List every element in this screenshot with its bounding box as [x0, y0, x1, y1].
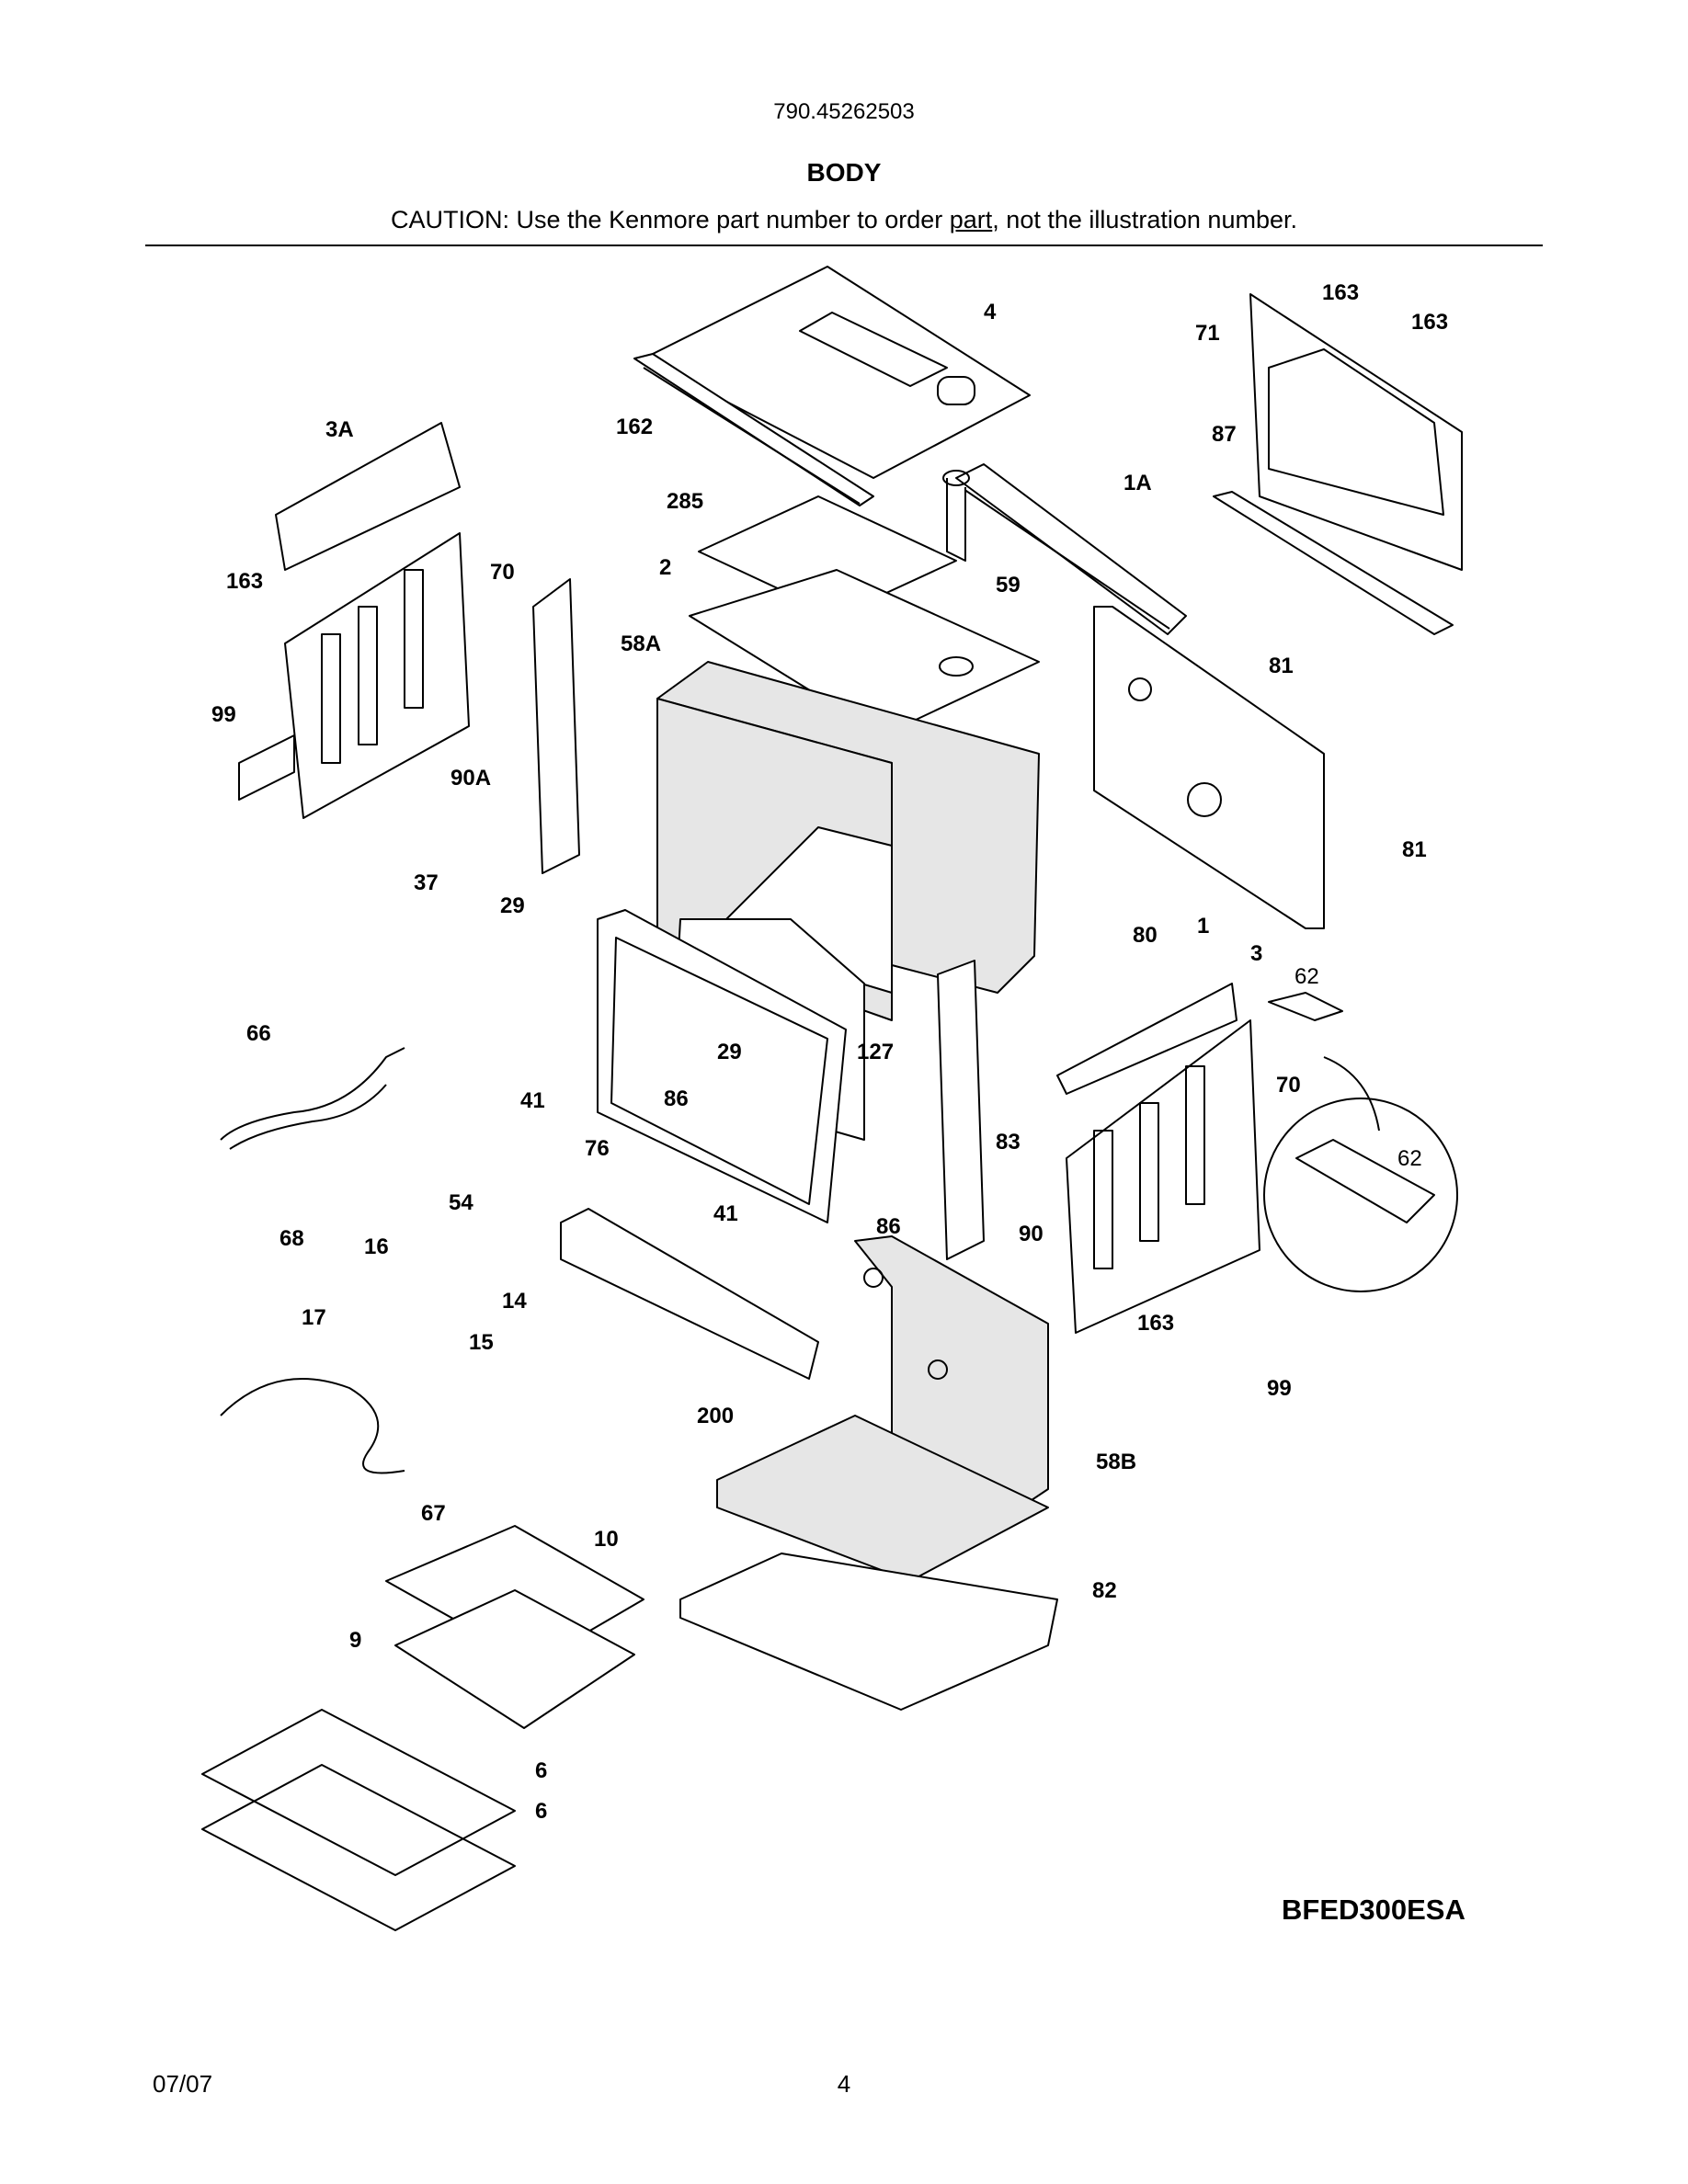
back-panel-part-1 — [1093, 606, 1325, 929]
callout-285: 285 — [667, 489, 703, 514]
callout-90A: 90A — [451, 766, 491, 791]
callout-67: 67 — [421, 1501, 446, 1526]
callout-162: 162 — [616, 415, 653, 439]
callout-127: 127 — [857, 1040, 894, 1064]
bake-element-part-66 — [220, 1047, 405, 1150]
callout-200: 200 — [697, 1404, 734, 1428]
callout-29-upper: 29 — [500, 893, 525, 918]
caution-text-post: , not the illustration number. — [992, 206, 1297, 233]
callout-81-upper: 81 — [1269, 654, 1294, 678]
front-rail-part-162 — [633, 353, 874, 506]
callout-99-left: 99 — [211, 702, 236, 727]
callout-9: 9 — [349, 1628, 361, 1653]
callout-81-lower: 81 — [1402, 837, 1427, 862]
callout-58A: 58A — [621, 631, 661, 656]
callout-59: 59 — [996, 573, 1021, 597]
callout-1: 1 — [1197, 914, 1209, 938]
broil-element-part-67 — [220, 1378, 405, 1474]
caution-text-pre: CAUTION: Use the Kenmore part number to … — [391, 206, 950, 233]
callout-87: 87 — [1212, 422, 1237, 447]
base-pan-part-82 — [679, 1553, 1058, 1711]
caution-notice: CAUTION: Use the Kenmore part number to … — [0, 206, 1688, 234]
door-frame-part-76 — [597, 909, 847, 1223]
callout-41-upper: 41 — [520, 1088, 545, 1113]
callout-1A: 1A — [1123, 471, 1152, 495]
callout-2: 2 — [659, 555, 671, 580]
callout-3: 3 — [1250, 941, 1262, 966]
callout-66: 66 — [246, 1021, 271, 1046]
caution-part-link[interactable]: part — [949, 206, 993, 233]
lower-body-part-58B — [716, 1235, 1049, 1582]
callout-76: 76 — [585, 1136, 610, 1161]
model-number: 790.45262503 — [773, 99, 915, 124]
exploded-parts-diagram: 4 163 163 71 3A 162 87 1A 285 163 70 2 5… — [201, 266, 1463, 1931]
callout-86-lower: 86 — [876, 1214, 901, 1239]
revision-date: 07/07 — [153, 2070, 213, 2098]
callout-163-left: 163 — [226, 569, 263, 594]
callout-58B: 58B — [1096, 1450, 1136, 1474]
callout-14: 14 — [502, 1289, 527, 1314]
callout-41-lower: 41 — [713, 1201, 738, 1226]
diagram-code: BFED300ESA — [1282, 1894, 1466, 1926]
callout-29-lower: 29 — [717, 1040, 742, 1064]
callout-54: 54 — [449, 1190, 473, 1215]
side-panel-part-70-right — [1066, 1019, 1260, 1334]
callout-6-lower: 6 — [535, 1799, 547, 1824]
callout-37: 37 — [414, 870, 439, 895]
rail-part-99-left — [238, 734, 295, 801]
callout-62-small: 62 — [1295, 964, 1319, 989]
bracket-part-3 — [1056, 983, 1237, 1095]
callout-163-right: 163 — [1137, 1311, 1174, 1336]
callout-71: 71 — [1195, 321, 1220, 346]
broiler-pan-part-9 — [394, 1589, 635, 1729]
bracket-part-3A — [275, 422, 461, 571]
callout-70-right: 70 — [1276, 1073, 1301, 1098]
kick-panel-part-200 — [560, 1208, 819, 1380]
callout-83: 83 — [996, 1130, 1021, 1155]
terminal-block-part-62 — [1268, 992, 1343, 1021]
callout-80: 80 — [1133, 923, 1158, 948]
callout-90: 90 — [1019, 1222, 1044, 1246]
callout-4: 4 — [984, 300, 997, 324]
callout-70-left: 70 — [490, 560, 515, 585]
callout-10: 10 — [594, 1527, 619, 1552]
rear-rail-part-1A — [955, 463, 1187, 635]
callout-3A: 3A — [325, 417, 354, 442]
callout-68: 68 — [279, 1226, 304, 1251]
callout-99-right: 99 — [1267, 1376, 1292, 1401]
side-panel-part-70-left — [284, 532, 470, 819]
strip-part-90 — [937, 960, 985, 1260]
oven-rack-part-6-lower — [201, 1764, 516, 1931]
callout-82: 82 — [1092, 1578, 1117, 1603]
page-title: BODY — [806, 158, 882, 187]
top-panel-part-4 — [643, 266, 1031, 479]
rail-part-87 — [1213, 491, 1454, 635]
callout-17: 17 — [302, 1305, 326, 1330]
header-divider — [145, 245, 1543, 246]
inset-detail-circle — [1263, 1056, 1458, 1292]
callout-86-upper: 86 — [664, 1086, 689, 1111]
side-panel-part-71 — [1249, 293, 1463, 571]
strip-part-90A — [532, 578, 580, 874]
page-number: 4 — [837, 2070, 851, 2098]
callout-163-top: 163 — [1322, 280, 1359, 305]
vent-duct-part-59 — [942, 470, 970, 562]
oven-rack-part-6-upper — [201, 1709, 516, 1876]
callout-163-top-right: 163 — [1411, 310, 1448, 335]
callout-15: 15 — [469, 1330, 494, 1355]
callout-6-upper: 6 — [535, 1758, 547, 1783]
callout-62-inset: 62 — [1397, 1146, 1422, 1171]
callout-16: 16 — [364, 1234, 389, 1259]
